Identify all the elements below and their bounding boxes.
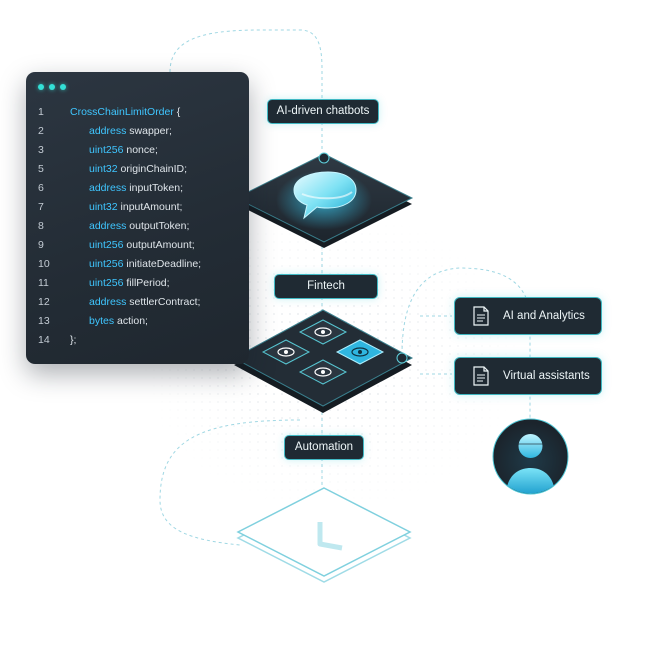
code-line: 1 CrossChainLimitOrder { [26, 103, 249, 122]
eye-icon [351, 347, 369, 357]
code-line: 13 bytes action; [26, 312, 249, 331]
code-keyword: uint256 [89, 239, 124, 251]
label-fintech: Fintech [274, 274, 378, 299]
code-line: 9 uint256 outputAmount; [26, 236, 249, 255]
eye-tile-right [335, 339, 385, 365]
label-automation: Automation [284, 435, 364, 460]
code-line: 5 uint32 originChainID; [26, 160, 249, 179]
code-keyword: bytes [89, 315, 115, 327]
card-virtual-assistants: Virtual assistants [454, 357, 602, 395]
code-keyword: uint256 [89, 277, 124, 289]
chat-bubble-icon [293, 171, 357, 220]
code-keyword: uint32 [89, 163, 118, 175]
code-text: }; [70, 331, 76, 350]
code-line: 8 address outputToken; [26, 217, 249, 236]
code-line: 10 uint256 initiateDeadline; [26, 255, 249, 274]
code-text: address inputToken; [89, 179, 183, 198]
eye-tile-bottom [298, 359, 348, 385]
line-number: 8 [38, 220, 44, 232]
line-number: 5 [38, 163, 44, 175]
window-controls [38, 84, 66, 90]
connector-lines [159, 29, 531, 546]
code-keyword: address [89, 182, 127, 194]
label-chatbots: AI-driven chatbots [267, 99, 379, 124]
code-token: }; [70, 334, 77, 346]
code-text: uint32 inputAmount; [89, 198, 182, 217]
code-keyword: address [89, 125, 127, 137]
code-line: 3 uint256 nonce; [26, 141, 249, 160]
code-token: action; [114, 315, 148, 327]
code-text: address settlerContract; [89, 293, 200, 312]
line-number: 11 [38, 277, 49, 289]
code-text: uint256 initiateDeadline; [89, 255, 201, 274]
line-number: 9 [38, 239, 44, 251]
card-label: Virtual assistants [503, 370, 590, 382]
code-text: uint256 nonce; [89, 141, 158, 160]
code-text: uint256 fillPeriod; [89, 274, 170, 293]
code-text: address swapper; [89, 122, 172, 141]
code-line: 12 address settlerContract; [26, 293, 249, 312]
document-icon [473, 366, 489, 386]
eye-tile-left [261, 339, 311, 365]
line-number: 7 [38, 201, 44, 213]
code-token: outputAmount; [123, 239, 195, 251]
code-token: initiateDeadline; [123, 258, 202, 270]
code-token: inputAmount; [117, 201, 183, 213]
window-dot[interactable] [49, 84, 55, 90]
fintech-platform [232, 309, 414, 413]
line-number: 6 [38, 182, 44, 194]
checkmark-icon [317, 522, 343, 551]
code-keyword: uint32 [89, 201, 118, 213]
eye-icon [314, 327, 332, 337]
eye-tile-top [298, 319, 348, 345]
chatbot-platform [234, 152, 414, 248]
code-keyword: address [89, 296, 127, 308]
code-keyword: address [89, 220, 127, 232]
window-dot[interactable] [38, 84, 44, 90]
eye-icon [314, 367, 332, 377]
code-line: 7 uint32 inputAmount; [26, 198, 249, 217]
line-number: 1 [38, 106, 44, 118]
code-line: 6 address inputToken; [26, 179, 249, 198]
code-token: settlerContract; [126, 296, 201, 308]
code-text: uint256 outputAmount; [89, 236, 195, 255]
code-token: inputToken; [126, 182, 183, 194]
eye-icon [277, 347, 295, 357]
code-text: uint32 originChainID; [89, 160, 187, 179]
line-number: 3 [38, 144, 44, 156]
line-number: 13 [38, 315, 50, 327]
line-number: 10 [38, 258, 50, 270]
code-line: 2 address swapper; [26, 122, 249, 141]
line-number: 2 [38, 125, 44, 137]
code-text: CrossChainLimitOrder { [70, 103, 180, 122]
code-keyword: uint256 [89, 144, 124, 156]
code-text: address outputToken; [89, 217, 189, 236]
card-ai-analytics: AI and Analytics [454, 297, 602, 335]
document-icon [473, 306, 489, 326]
window-dot[interactable] [60, 84, 66, 90]
user-avatar-icon [492, 418, 569, 495]
line-number: 14 [38, 334, 50, 346]
code-token: { [173, 106, 181, 118]
code-keyword: CrossChainLimitOrder [70, 106, 174, 118]
code-line: 14}; [26, 331, 249, 350]
line-number: 12 [38, 296, 50, 308]
code-token: outputToken; [126, 220, 190, 232]
code-token: originChainID; [117, 163, 188, 175]
code-text: bytes action; [89, 312, 148, 331]
code-token: fillPeriod; [123, 277, 170, 289]
automation-platform [236, 487, 412, 583]
code-token: nonce; [123, 144, 158, 156]
card-label: AI and Analytics [503, 310, 585, 322]
code-line: 11 uint256 fillPeriod; [26, 274, 249, 293]
code-token: swapper; [126, 125, 172, 137]
code-keyword: uint256 [89, 258, 124, 270]
